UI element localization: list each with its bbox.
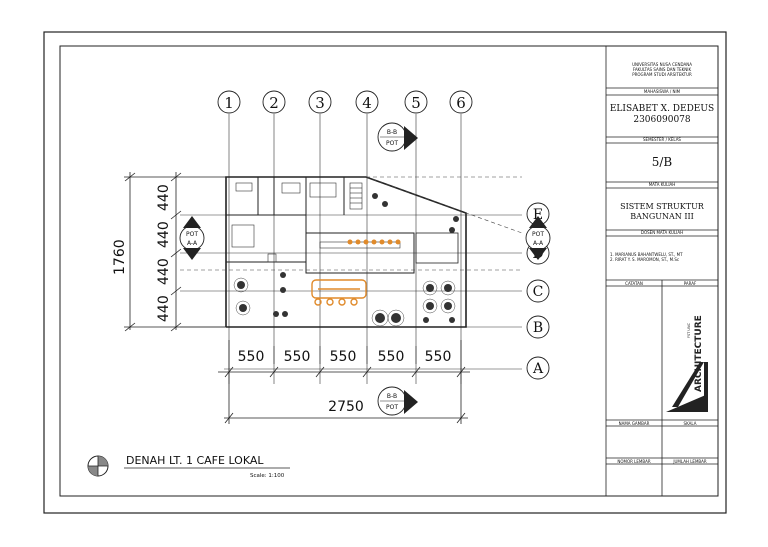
furniture-chairs (233, 277, 456, 327)
section-left-label: A-A (187, 240, 198, 247)
scale-label: SKALA (683, 421, 697, 426)
grid-lines-horizontal (180, 214, 522, 370)
approval-label: PARAF (683, 281, 697, 286)
lecturer-label: DOSEN MATA KULIAH (640, 230, 684, 235)
dim-span-5: 550 (425, 349, 452, 365)
roof-edge-dashed (180, 176, 523, 271)
grid-label-2: 2 (269, 94, 279, 112)
grid-label-b: B (533, 320, 543, 336)
notes-label: CATATAN (625, 281, 643, 286)
horizontal-dimension-labels: 550 550 550 550 550 2750 (238, 349, 452, 415)
section-top-label: B-B (387, 129, 397, 136)
semester-value: 5/B (651, 155, 673, 169)
lecturer-list: 1. MARIANUS BAHANTWELU, ST., MT 2. RIRAT… (610, 252, 716, 262)
bar-counter-accent (347, 239, 401, 245)
semester-label: SEMESTER / KELAS (643, 137, 681, 142)
vertical-dimensions (124, 172, 226, 332)
section-bottom-type: POT (386, 404, 398, 411)
logo-small-text: FST UNC (687, 322, 691, 338)
section-left-type: POT (186, 231, 198, 238)
dim-span-2: 550 (284, 349, 311, 365)
course-line: SISTEM STRUKTUR (620, 202, 704, 211)
grid-label-4: 4 (362, 94, 372, 112)
vertical-dimension-labels: 440 440 440 440 1760 (112, 184, 172, 322)
institution-line: UNIVERSITAS NUSA CENDANA (632, 62, 692, 67)
student-name: ELISABET X. DEDEUS (609, 104, 715, 114)
logo-text: ARCHITECTURE (694, 315, 704, 392)
drawing-title: DENAH LT. 1 CAFE LOKAL (126, 454, 264, 467)
section-marker-right: POT A-A (525, 216, 551, 260)
course-label: MATA KULIAH (648, 182, 676, 187)
institution-line: PROGRAM STUDI ARSITEKTUR (632, 72, 692, 77)
student-nim: 2306090078 (633, 115, 691, 125)
section-marker-bottom: B-B POT (377, 386, 418, 416)
institution-line: FAKULTAS SAINS DAN TEKNIK (632, 67, 692, 72)
dim-vspan-2: 440 (156, 221, 172, 248)
section-right-type: POT (532, 231, 544, 238)
column-grid-bubbles (217, 90, 473, 114)
lecturer-name: 2. RIRAT Y. S. MAROMON, ST., M.Sc (610, 257, 680, 262)
dim-total-horizontal: 2750 (328, 399, 364, 415)
section-bottom-label: B-B (387, 393, 397, 400)
dim-vspan-4: 440 (156, 295, 172, 322)
grid-label-a: A (532, 361, 544, 377)
grid-label-5: 5 (411, 94, 421, 112)
section-right-label: A-A (533, 240, 544, 247)
horizontal-dimensions (218, 340, 470, 424)
grid-label-1: 1 (224, 94, 234, 112)
lecturer-name: 1. MARIANUS BAHANTWELU, ST., MT (610, 252, 683, 257)
building-walls (225, 176, 467, 328)
section-top-type: POT (386, 140, 398, 147)
dim-span-1: 550 (238, 349, 265, 365)
outer-border (43, 31, 727, 514)
interior-fixtures (231, 182, 401, 263)
dim-span-3: 550 (330, 349, 357, 365)
drawing-name-label: NAMA GAMBAR (618, 421, 650, 426)
drawing-scale: Scale: 1:100 (250, 473, 285, 479)
student-label: MAHASISWA / NIM (643, 89, 681, 94)
grid-label-6: 6 (456, 94, 466, 112)
dimension-dividers (273, 346, 417, 364)
course-title: SISTEM STRUKTUR BANGUNAN III (606, 202, 718, 222)
dim-total-vertical: 1760 (112, 239, 128, 275)
architecture-logo: ARCHITECTURE FST UNC (664, 315, 708, 412)
column-grid-labels: 1 2 3 4 5 6 (224, 94, 466, 112)
section-marker-left: POT A-A (179, 216, 205, 260)
section-marker-top: B-B POT (377, 122, 418, 152)
course-line: BANGUNAN III (630, 212, 694, 221)
grid-lines-vertical (228, 114, 462, 384)
drawing-title-block: DENAH LT. 1 CAFE LOKAL Scale: 1:100 (87, 454, 290, 479)
title-block-frame (605, 45, 719, 497)
dim-vspan-3: 440 (156, 258, 172, 285)
dim-span-4: 550 (378, 349, 405, 365)
sheet-count-label: JUMLAH LEMBAR (673, 459, 707, 464)
institution-header: UNIVERSITAS NUSA CENDANA FAKULTAS SAINS … (606, 62, 718, 77)
grid-label-c: C (533, 284, 544, 300)
sheet-number-label: NOMOR LEMBAR (617, 459, 651, 464)
grid-label-e: E (533, 207, 543, 223)
furniture-tables (237, 193, 459, 323)
dim-vspan-1: 440 (156, 184, 172, 211)
grid-label-3: 3 (315, 94, 325, 112)
lounge-seating-accent (311, 279, 367, 306)
